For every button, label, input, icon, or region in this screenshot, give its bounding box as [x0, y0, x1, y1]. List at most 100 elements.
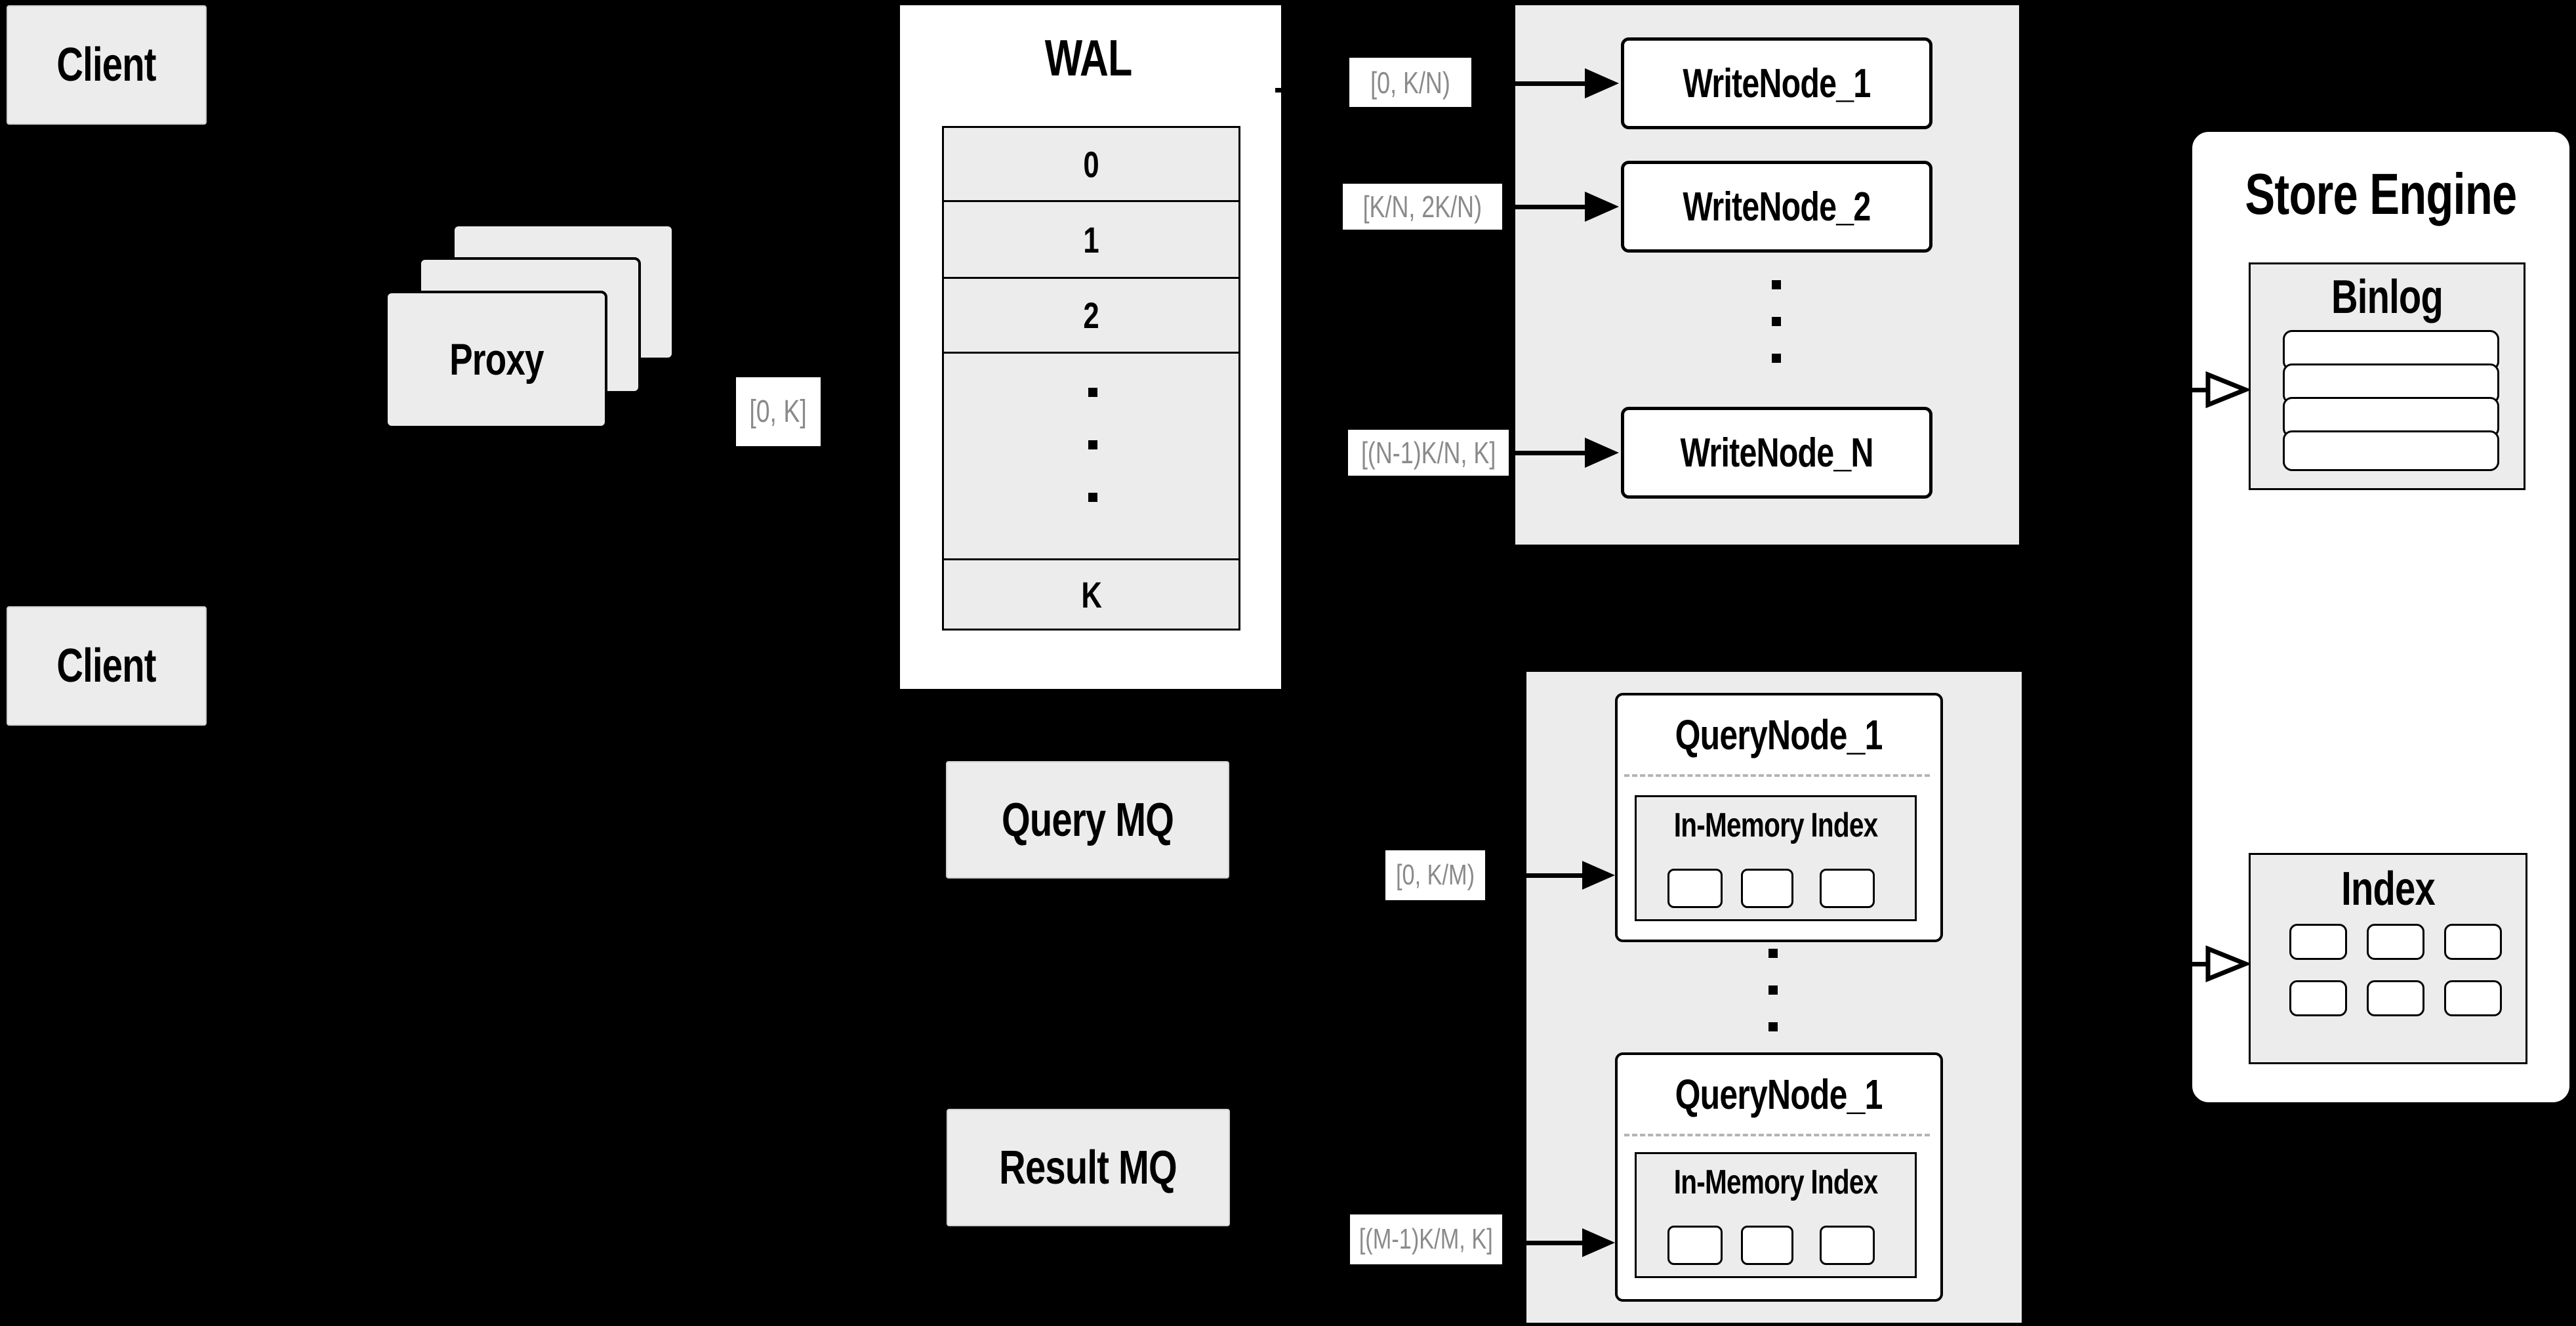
range-label-querynode-top: [0, K/M) [1385, 850, 1485, 900]
query-node-group: QueryNode_1 In-Memory Index QueryNode_1 … [1526, 672, 2022, 1323]
query-mq-node: Query MQ [946, 761, 1229, 879]
arrow-line-writenode-1 [1482, 81, 1587, 86]
write-node-label: WriteNode_2 [1683, 184, 1871, 230]
range-label-text: [K/N, 2K/N) [1362, 190, 1482, 224]
client-node-top: Client [7, 5, 207, 125]
binlog-row [2283, 430, 2499, 471]
wal-cell-text: K [1081, 573, 1102, 615]
store-engine-title-text: Store Engine [2245, 161, 2518, 226]
wal-cell-k: K [942, 558, 1240, 631]
ellipsis-dot [1088, 440, 1097, 449]
arrow-line-querynode-bottom [1507, 1241, 1582, 1245]
ellipsis-dot [1772, 354, 1781, 363]
index-box: Index [2249, 853, 2527, 1064]
wal-cell-0: 0 [942, 126, 1240, 202]
arrow-right-icon [1585, 192, 1619, 222]
ellipsis-dot [1772, 317, 1781, 326]
index-cell [2367, 980, 2424, 1016]
wal-title: WAL [900, 25, 1277, 91]
wal-cell-ellipsis [942, 352, 1240, 560]
ellipsis-dot [1768, 949, 1778, 958]
index-title: Index [2251, 863, 2525, 915]
in-memory-index-box: In-Memory Index [1635, 795, 1917, 921]
query-node-title-text: QueryNode_1 [1675, 711, 1883, 758]
wal-cell-text: 2 [1083, 295, 1099, 336]
write-node-label: WriteNode_1 [1683, 60, 1871, 106]
wal-node: WAL 0 1 2 K [898, 3, 1283, 691]
segment-cell [1820, 1226, 1875, 1265]
range-label-text: [0, K] [749, 394, 808, 429]
ellipsis-dot [1088, 493, 1097, 502]
result-mq-label: Result MQ [999, 1141, 1177, 1194]
ellipsis-dot [1088, 388, 1097, 397]
index-cell [2289, 924, 2347, 960]
ellipsis-dot [1772, 280, 1781, 289]
range-label-querynode-bottom: [(M-1)K/M, K] [1350, 1214, 1502, 1264]
range-label-text: [(N-1)K/N, K] [1360, 436, 1496, 470]
arrow-right-icon [1585, 68, 1619, 98]
dashed-divider [1624, 774, 1930, 777]
wal-cell-text: 0 [1083, 143, 1099, 185]
arrow-hollow-right-icon [2205, 371, 2249, 408]
range-label-writenode-1: [0, K/N) [1349, 58, 1471, 107]
query-node-bottom: QueryNode_1 In-Memory Index [1615, 1052, 1943, 1302]
range-label-writenode-2: [K/N, 2K/N) [1343, 184, 1502, 230]
segment-cell [1820, 869, 1875, 908]
arrow-right-icon [1582, 861, 1615, 890]
range-label-text: [0, K/N) [1370, 65, 1450, 100]
wal-cell-1: 1 [942, 200, 1240, 279]
query-node-title: QueryNode_1 [1618, 709, 1940, 761]
index-cell [2367, 924, 2424, 960]
range-label-text: [(M-1)K/M, K] [1359, 1223, 1494, 1255]
binlog-box: Binlog [2249, 262, 2525, 490]
arrow-line-binlog [2166, 388, 2207, 392]
wal-title-text: WAL [1045, 28, 1133, 87]
in-memory-index-title-text: In-Memory Index [1673, 1163, 1878, 1201]
arrow-hollow-right-icon [2205, 945, 2249, 982]
segment-cell [1667, 869, 1723, 908]
result-mq-node: Result MQ [947, 1109, 1230, 1226]
in-memory-index-title: In-Memory Index [1637, 1159, 1915, 1205]
index-title-text: Index [2341, 863, 2436, 915]
segment-cell [1741, 869, 1793, 908]
arrow-right-icon [1582, 1228, 1615, 1257]
client-bottom-label: Client [56, 640, 157, 692]
binlog-title-text: Binlog [2331, 271, 2443, 323]
query-node-ellipsis-dots [1768, 949, 1778, 1031]
proxy-stack: Proxy [385, 224, 674, 428]
wal-ellipsis-dots [1088, 388, 1097, 502]
wal-cell-2: 2 [942, 277, 1240, 354]
in-memory-index-title-text: In-Memory Index [1673, 806, 1878, 844]
binlog-title: Binlog [2251, 271, 2524, 323]
arrow-line-writenode-n [1511, 451, 1587, 455]
ellipsis-dot [1768, 1022, 1778, 1031]
query-node-title: QueryNode_1 [1618, 1068, 1940, 1121]
index-cell [2444, 924, 2502, 960]
query-node-title-text: QueryNode_1 [1675, 1071, 1883, 1118]
query-mq-label: Query MQ [1001, 793, 1174, 846]
index-cell [2444, 980, 2502, 1016]
proxy-label: Proxy [449, 335, 544, 384]
proxy-card-front: Proxy [385, 291, 607, 428]
dashed-divider [1624, 1134, 1930, 1136]
write-node-label: WriteNode_N [1680, 430, 1873, 476]
arrow-right-icon [1585, 438, 1619, 468]
wal-cell-text: 1 [1083, 218, 1099, 260]
write-node-1: WriteNode_1 [1621, 37, 1932, 129]
range-label-text: [0, K/M) [1395, 859, 1475, 891]
write-node-n: WriteNode_N [1621, 407, 1932, 499]
index-cell [2289, 980, 2347, 1016]
store-engine-node: Store Engine Binlog Index [2190, 130, 2571, 1104]
ellipsis-dot [1768, 985, 1778, 995]
segment-cell [1667, 1226, 1723, 1265]
write-node-ellipsis-dots [1772, 280, 1781, 363]
client-top-label: Client [56, 39, 157, 91]
wal-outgoing-line-tick [1275, 88, 1292, 93]
write-node-2: WriteNode_2 [1621, 161, 1932, 253]
in-memory-index-box: In-Memory Index [1635, 1152, 1917, 1278]
client-node-bottom: Client [7, 606, 207, 726]
segment-cell [1741, 1226, 1793, 1265]
arrow-line-querynode-top [1501, 873, 1582, 878]
store-engine-title: Store Engine [2192, 158, 2569, 230]
